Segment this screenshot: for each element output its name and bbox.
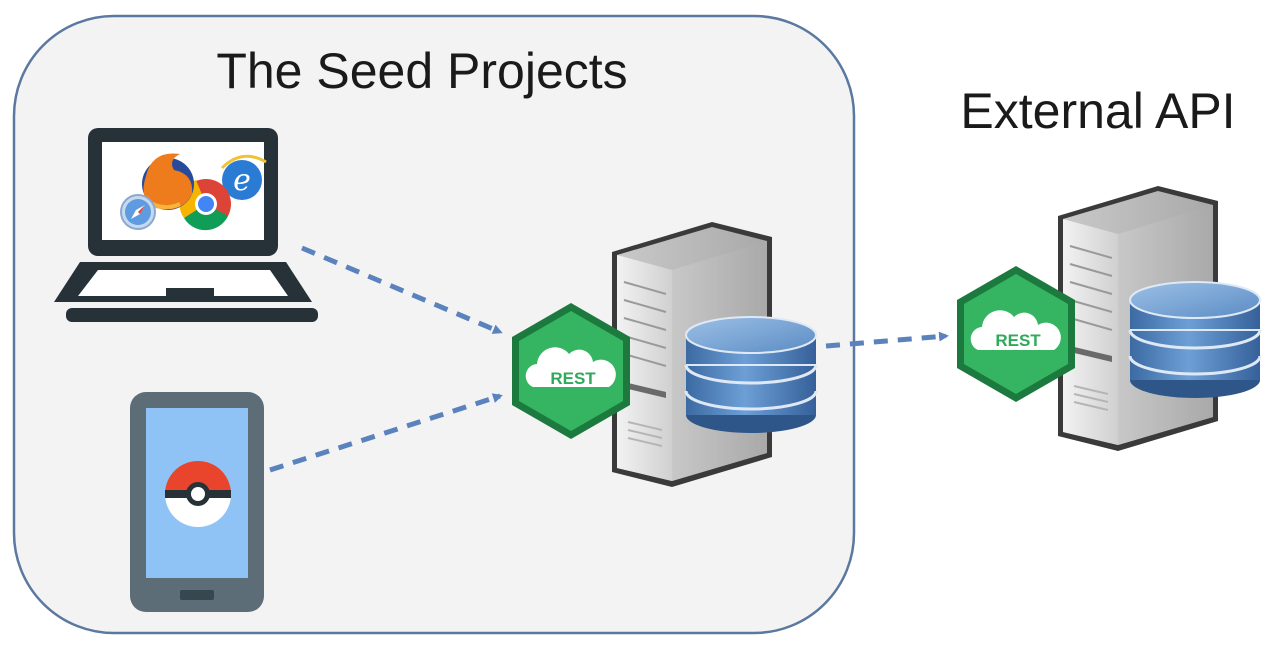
- pokeball-icon: [165, 461, 231, 527]
- internet-explorer-icon: e: [220, 154, 267, 200]
- safari-icon: [120, 194, 156, 230]
- firefox-icon: [142, 153, 194, 210]
- laptop-to-api-arrow: [301, 245, 503, 335]
- laptop-icon: e: [54, 128, 318, 322]
- rest-hexagon-icon: REST: [957, 266, 1075, 402]
- database-icon: [1128, 280, 1262, 400]
- external-rest-api-server: REST: [957, 185, 1262, 452]
- external-api-title: External API: [960, 83, 1235, 139]
- rest-api-server: REST: [512, 221, 818, 488]
- api-to-external-api-arrow: [825, 331, 949, 349]
- rest-badge-label: REST: [995, 331, 1041, 350]
- rest-badge-label: REST: [550, 369, 596, 388]
- chrome-icon: [179, 179, 231, 231]
- rest-hexagon-icon: REST: [512, 303, 630, 439]
- phone-to-api-arrow: [269, 393, 503, 473]
- seed-projects-title: The Seed Projects: [216, 43, 627, 99]
- svg-text:e: e: [233, 163, 251, 198]
- smartphone-icon: [130, 392, 264, 612]
- database-icon: [684, 315, 818, 435]
